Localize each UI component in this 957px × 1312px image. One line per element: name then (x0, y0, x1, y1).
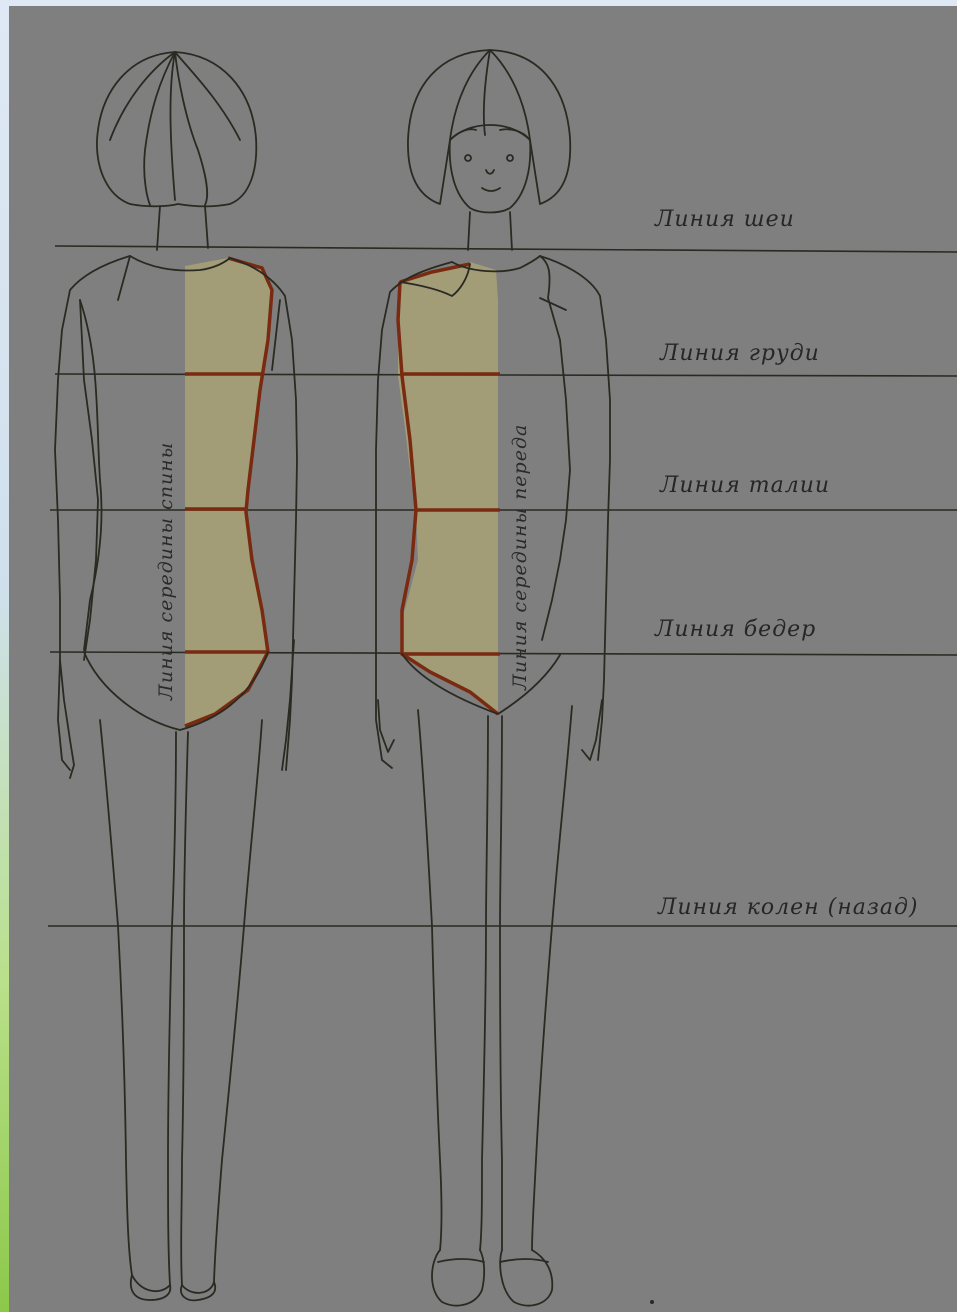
front-center-line-label: Линия середины переда (509, 424, 531, 691)
back-center-line-label: Линия середины спины (155, 442, 177, 701)
back-highlight-area (185, 258, 272, 725)
neck-line-label: Линия шеи (654, 207, 795, 232)
neck-line (55, 246, 957, 252)
measurement-lines (48, 246, 957, 926)
waist-line-label: Линия талии (659, 473, 830, 498)
knees-line-label: Линия колен (назад) (657, 895, 918, 920)
chest-line-label: Линия груди (659, 341, 820, 366)
hips-line-label: Линия бедер (654, 617, 816, 642)
stray-mark (650, 1300, 654, 1304)
